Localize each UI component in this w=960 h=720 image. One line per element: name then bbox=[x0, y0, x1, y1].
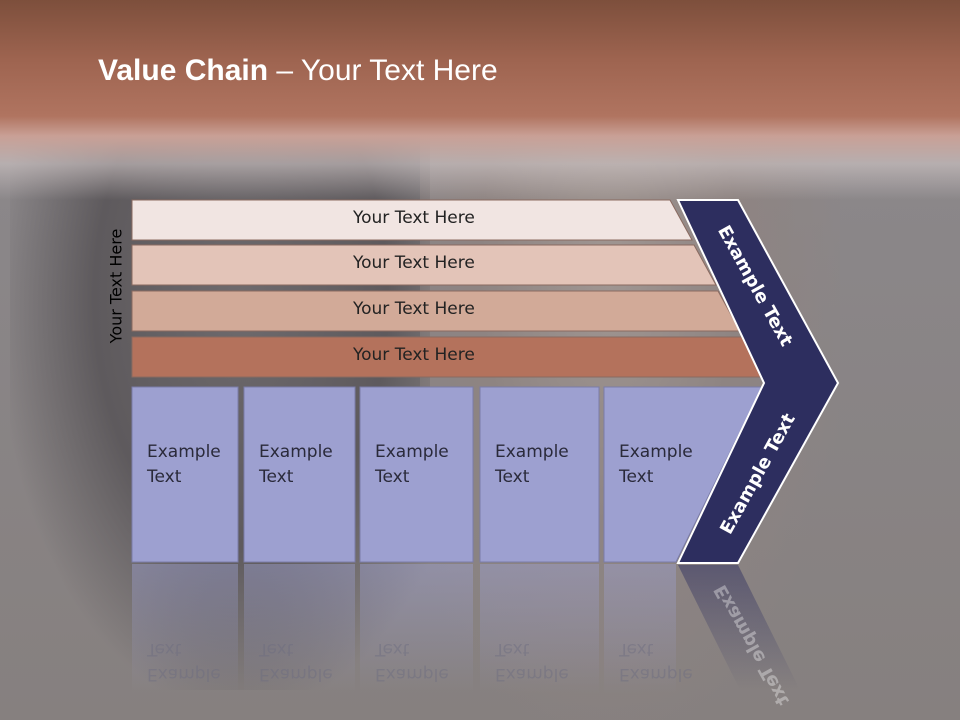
column-label-line2: Text bbox=[375, 467, 410, 487]
column-5 bbox=[603, 386, 763, 563]
reflection-line1: Example bbox=[147, 664, 221, 684]
column-2 bbox=[243, 386, 356, 563]
reflection-line2: Text bbox=[147, 639, 182, 659]
reflection-line1: Example bbox=[619, 664, 693, 684]
reflection-line2: Text bbox=[495, 639, 530, 659]
column-label-reflection-3: Example Text bbox=[375, 636, 449, 686]
reflection-line2: Text bbox=[375, 639, 410, 659]
reflection-line1: Example bbox=[375, 664, 449, 684]
column-label-line1: Example bbox=[495, 442, 569, 462]
bar-1 bbox=[131, 199, 693, 241]
column-4 bbox=[479, 386, 600, 563]
column-label-line2: Text bbox=[495, 467, 530, 487]
title-bold: Value Chain bbox=[98, 54, 269, 87]
column-label-reflection-2: Example Text bbox=[259, 636, 333, 686]
column-reflection-2 bbox=[244, 564, 355, 694]
column-reflection-4 bbox=[480, 564, 599, 694]
column-label-line2: Text bbox=[147, 467, 182, 487]
column-1 bbox=[131, 386, 239, 563]
reflection-line2: Text bbox=[619, 639, 654, 659]
column-label-line1: Example bbox=[619, 442, 693, 462]
title-rest: – Your Text Here bbox=[268, 54, 498, 87]
slide-title: Value Chain – Your Text Here bbox=[98, 54, 498, 88]
bar-2 bbox=[131, 244, 717, 286]
title-banner bbox=[0, 0, 960, 200]
column-reflection-1 bbox=[132, 564, 238, 694]
reflection-line2: Text bbox=[259, 639, 294, 659]
column-label-line2: Text bbox=[259, 467, 294, 487]
column-label-line1: Example bbox=[375, 442, 449, 462]
bar-label-3: Your Text Here bbox=[353, 299, 475, 319]
column-label-reflection-5: Example Text bbox=[619, 636, 693, 686]
column-label-line2: Text bbox=[619, 467, 654, 487]
column-3 bbox=[359, 386, 474, 563]
column-reflection-3 bbox=[360, 564, 473, 694]
bar-label-2: Your Text Here bbox=[353, 253, 475, 273]
bar-label-1: Your Text Here bbox=[353, 208, 475, 228]
column-label-reflection-4: Example Text bbox=[495, 636, 569, 686]
column-reflection-5 bbox=[604, 564, 676, 694]
column-label-line1: Example bbox=[259, 442, 333, 462]
bar-label-4: Your Text Here bbox=[353, 345, 475, 365]
column-label-line1: Example bbox=[147, 442, 221, 462]
chevron-reflection bbox=[678, 565, 800, 690]
reflection-line1: Example bbox=[495, 664, 569, 684]
column-label-reflection-1: Example Text bbox=[147, 636, 221, 686]
chevron-arrow bbox=[676, 199, 840, 564]
reflection-line1: Example bbox=[259, 664, 333, 684]
